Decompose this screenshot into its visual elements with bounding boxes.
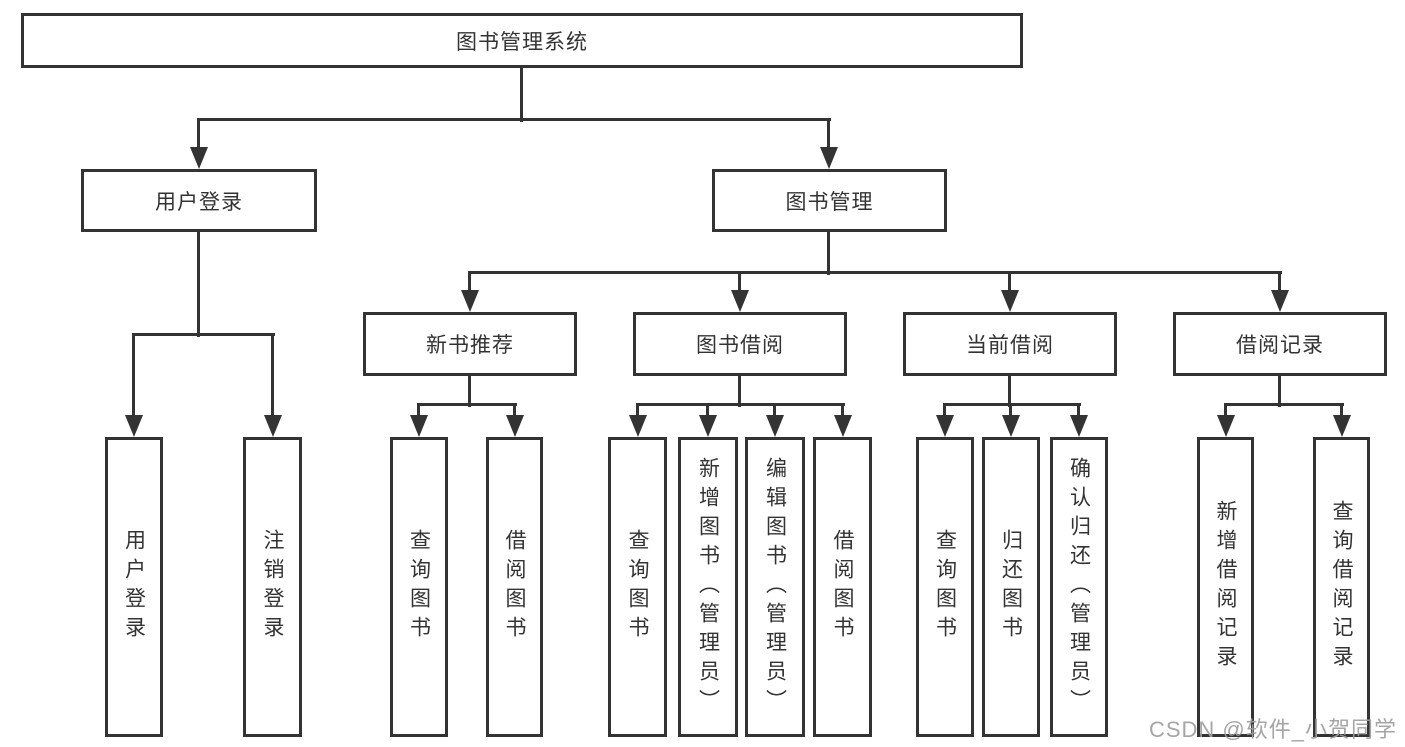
connector-line — [1278, 273, 1281, 292]
connector-line — [417, 405, 420, 417]
node-library-system: 图书管理系统 — [21, 13, 1023, 68]
connector-line — [738, 273, 741, 292]
connector-line — [1009, 405, 1012, 417]
connector-line — [636, 403, 845, 406]
leaf-borrow-books-recommend: 借阅图书 — [486, 437, 543, 737]
connector-line — [468, 376, 471, 407]
leaf-return-books-label: 归还图书 — [999, 529, 1023, 645]
connector-line — [636, 405, 639, 417]
arrow-down-icon — [820, 147, 838, 169]
node-new-book-recommendation-label: 新书推荐 — [426, 334, 514, 357]
arrow-down-icon — [1001, 290, 1019, 312]
arrow-down-icon — [834, 415, 852, 437]
arrow-down-icon — [731, 290, 749, 312]
connector-line — [827, 120, 830, 149]
node-new-book-recommendation: 新书推荐 — [363, 312, 577, 376]
node-borrowing-records-label: 借阅记录 — [1236, 334, 1324, 357]
connector-line — [706, 405, 709, 417]
connector-line — [132, 333, 275, 336]
leaf-query-books-recommend-label: 查询图书 — [407, 529, 431, 645]
csdn-watermark: CSDN @软件_小贺同学 — [1148, 717, 1397, 742]
arrow-down-icon — [766, 415, 784, 437]
node-library-system-label: 图书管理系统 — [456, 30, 588, 54]
connector-line — [417, 403, 517, 406]
connector-line — [943, 403, 1081, 406]
leaf-query-books-recommend: 查询图书 — [390, 437, 448, 737]
leaf-query-borrow-record-label: 查询借阅记录 — [1330, 500, 1353, 674]
leaf-query-borrow-record: 查询借阅记录 — [1313, 437, 1370, 737]
arrow-down-icon — [1002, 415, 1020, 437]
connector-line — [520, 68, 523, 122]
node-current-borrowing-label: 当前借阅 — [966, 334, 1054, 357]
arrow-down-icon — [125, 415, 143, 437]
node-user-login-label: 用户登录 — [155, 190, 243, 214]
connector-line — [841, 405, 844, 417]
arrow-down-icon — [461, 290, 479, 312]
connector-line — [197, 232, 200, 337]
connector-line — [513, 405, 516, 417]
leaf-logout-label: 注销登录 — [261, 529, 284, 645]
arrow-down-icon — [1271, 290, 1289, 312]
leaf-add-books-admin-label: 新增图书（管理员） — [696, 456, 720, 718]
connector-line — [1224, 405, 1227, 417]
arrow-down-icon — [1070, 415, 1088, 437]
leaf-query-books-borrow: 查询图书 — [608, 437, 667, 737]
connector-line — [1224, 403, 1344, 406]
leaf-query-books-current-label: 查询图书 — [933, 529, 957, 645]
connector-line — [1008, 376, 1011, 407]
arrow-down-icon — [1217, 415, 1235, 437]
connector-line — [827, 232, 830, 275]
arrow-down-icon — [410, 415, 428, 437]
arrow-down-icon — [190, 147, 208, 169]
connector-line — [943, 405, 946, 417]
connector-line — [1077, 405, 1080, 417]
leaf-confirm-return-admin: 确认归还（管理员） — [1050, 437, 1108, 737]
node-user-login: 用户登录 — [81, 169, 317, 232]
arrow-down-icon — [506, 415, 524, 437]
leaf-user-login-label: 用户登录 — [122, 529, 146, 645]
arrow-down-icon — [699, 415, 717, 437]
leaf-borrow-books-recommend-label: 借阅图书 — [503, 529, 526, 645]
node-book-borrowing-label: 图书借阅 — [696, 334, 784, 357]
leaf-add-borrow-record-label: 新增借阅记录 — [1214, 500, 1237, 674]
connector-line — [197, 120, 200, 149]
leaf-borrow-books-borrow: 借阅图书 — [813, 437, 872, 737]
arrow-down-icon — [629, 415, 647, 437]
connector-line — [1008, 273, 1011, 292]
leaf-add-borrow-record: 新增借阅记录 — [1197, 437, 1254, 737]
node-book-borrowing: 图书借阅 — [633, 312, 847, 376]
connector-line — [468, 273, 471, 292]
connector-line — [271, 335, 274, 417]
leaf-query-books-borrow-label: 查询图书 — [626, 529, 649, 645]
leaf-user-login: 用户登录 — [105, 437, 163, 737]
connector-line — [197, 118, 831, 121]
arrow-down-icon — [1333, 415, 1351, 437]
connector-line — [132, 335, 135, 417]
leaf-confirm-return-admin-label: 确认归还（管理员） — [1067, 456, 1091, 718]
arrow-down-icon — [936, 415, 954, 437]
arrow-down-icon — [264, 415, 282, 437]
node-book-management: 图书管理 — [712, 169, 947, 232]
leaf-logout: 注销登录 — [243, 437, 302, 737]
node-current-borrowing: 当前借阅 — [903, 312, 1117, 376]
leaf-add-books-admin: 新增图书（管理员） — [678, 437, 738, 737]
node-borrowing-records: 借阅记录 — [1173, 312, 1387, 376]
leaf-return-books: 归还图书 — [982, 437, 1040, 737]
node-book-management-label: 图书管理 — [785, 190, 874, 214]
connector-line — [1278, 376, 1281, 407]
leaf-edit-books-admin-label: 编辑图书（管理员） — [763, 456, 787, 718]
connector-line — [773, 405, 776, 417]
leaf-query-books-current: 查询图书 — [916, 437, 974, 737]
connector-line — [1340, 405, 1343, 417]
leaf-borrow-books-borrow-label: 借阅图书 — [831, 529, 854, 645]
leaf-edit-books-admin: 编辑图书（管理员） — [745, 437, 805, 737]
connector-line — [738, 376, 741, 407]
connector-line — [468, 271, 1282, 274]
